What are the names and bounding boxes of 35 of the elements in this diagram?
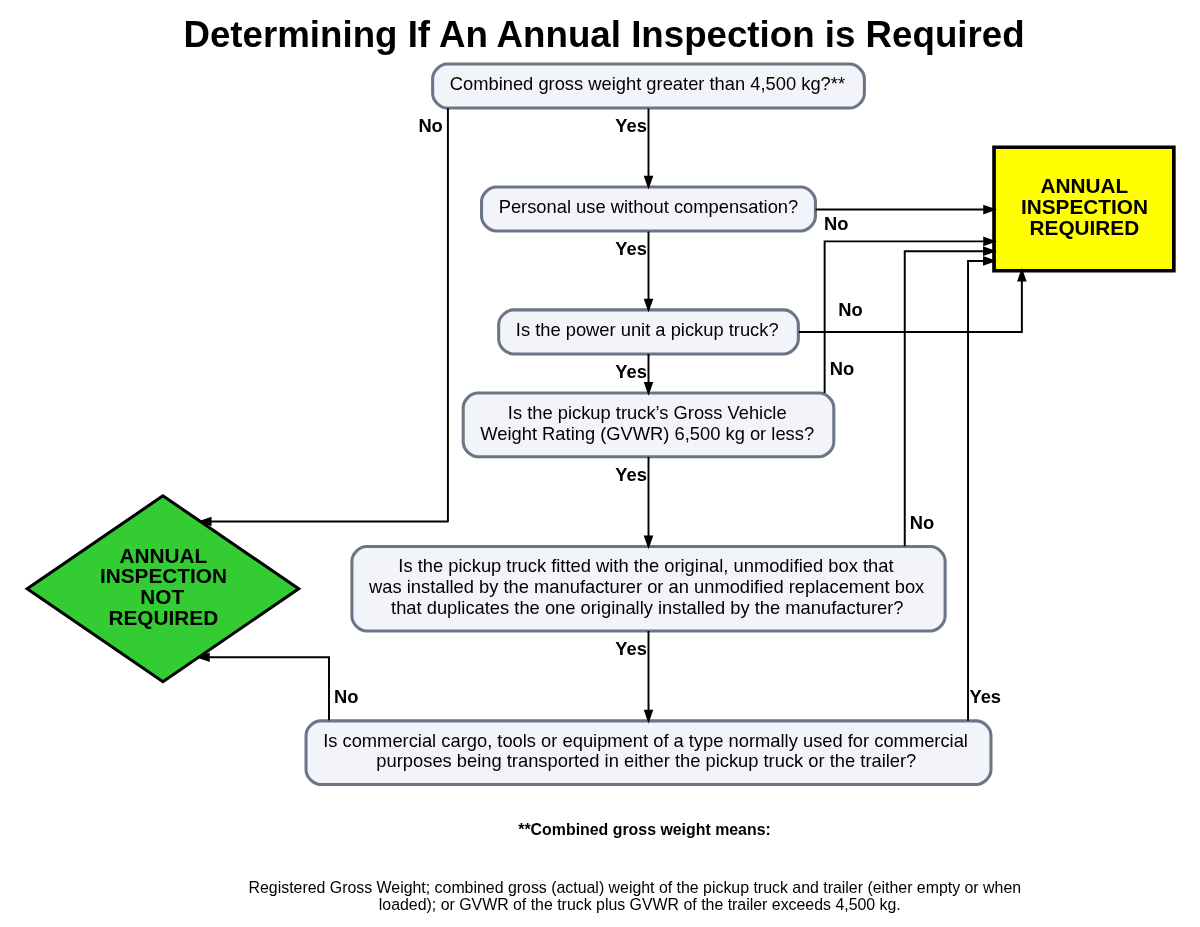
arrow (643, 455, 653, 549)
arrow (643, 352, 653, 396)
edge-label: Yes (614, 237, 647, 259)
arrow (643, 107, 653, 190)
edge-label: Yes (968, 685, 1001, 707)
edge-label: Yes (614, 463, 647, 485)
node-box: Is the pickup truck fitted with the original, unmodified box that was installed by the manufacturer or an unmodified replacement box that duplicates the one originally installed by the manufacturer? (349, 544, 947, 632)
edge-label: Yes (614, 637, 647, 659)
arrow (966, 255, 997, 722)
edge-label: No (829, 357, 854, 379)
arrow (797, 267, 1027, 333)
arrow (197, 106, 449, 526)
edge-label: No (333, 685, 358, 707)
node-diamond: ANNUAL INSPECTION NOT REQUIRED (23, 493, 301, 684)
node-box: ANNUAL INSPECTION REQUIRED (991, 144, 1176, 273)
node-box: Combined gross weight greater than 4,500 kg?** (430, 62, 866, 110)
edge-label: No (417, 114, 443, 136)
node-box: Is commercial cargo, tools or equipment of a type normally used for commercial purposes being transported in either the pickup truck or the trailer? (304, 718, 992, 786)
diagram-title: Determining If An Annual Inspection is Required (182, 13, 1025, 55)
arrow (903, 245, 997, 547)
node-box: Personal use without compensation? (479, 184, 817, 233)
node-box: Is the pickup truck’s Gross Vehicle Weight Rating (GVWR) 6,500 kg or less? (461, 391, 835, 458)
edge-label: No (837, 298, 863, 320)
node-box: Is the power unit a pickup truck? (496, 307, 800, 355)
edge-label: Yes (614, 114, 647, 136)
edge-label: No (909, 511, 934, 533)
arrow (823, 236, 997, 394)
label: **Combined gross weight means: (517, 820, 771, 838)
arrow (814, 204, 997, 214)
arrow (643, 629, 653, 723)
arrow (643, 230, 653, 312)
label: Registered Gross Weight; combined gross (actual) weight of the pickup truck and trailer (either empty or when loaded); or GVWR of the truck plus GVWR of the trailer exceeds 4,500 kg. (248, 878, 1021, 913)
edge-label: Yes (614, 360, 647, 382)
arrow (195, 651, 330, 721)
edge-label: No (823, 212, 848, 234)
